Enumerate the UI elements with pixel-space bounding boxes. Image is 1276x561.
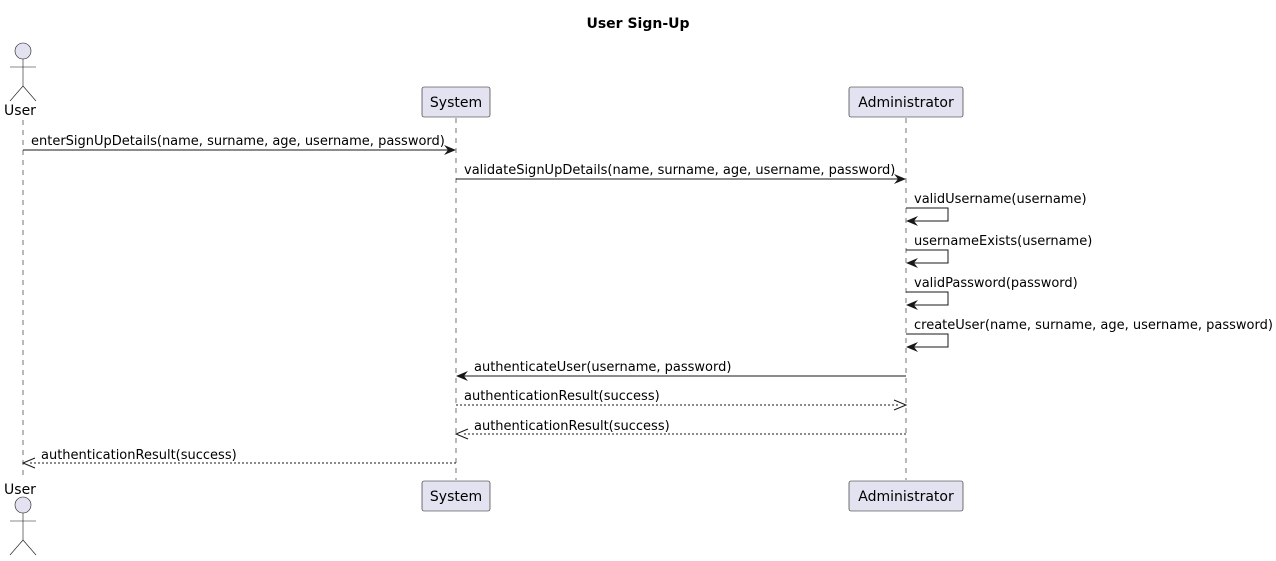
arrowhead <box>444 145 456 155</box>
arrowhead <box>906 216 918 226</box>
message-create-user: createUser(name, surname, age, username,… <box>906 318 1273 352</box>
participant-system-label: System <box>430 95 482 111</box>
message-valid-password: validPassword(password) <box>906 276 1078 310</box>
participant-box <box>848 480 964 512</box>
message-authentication-result-3: authenticationResult(success) <box>21 448 456 469</box>
actor-leg-right <box>22 539 37 556</box>
arrowhead <box>21 457 36 469</box>
participant-system-top: System <box>421 86 491 118</box>
message-username-exists: usernameExists(username) <box>906 234 1092 268</box>
arrowhead <box>906 342 918 352</box>
message-line <box>906 249 949 264</box>
diagram-title: User Sign-Up <box>586 16 689 32</box>
message-authenticate-user: authenticateUser(username, password) <box>456 360 906 381</box>
participant-system-bottom: System <box>421 480 491 512</box>
arrowhead <box>893 399 908 411</box>
actor-head <box>14 42 32 60</box>
participant-administrator-bottom: Administrator <box>848 480 964 512</box>
message-valid-username: validUsername(username) <box>906 192 1087 226</box>
participant-user-bottom: User <box>4 482 37 556</box>
arrowhead <box>456 371 468 381</box>
participant-user-label: User <box>4 482 36 498</box>
arrowhead <box>906 300 918 310</box>
participant-user-top: User <box>4 42 37 119</box>
actor-leg-left <box>9 539 24 556</box>
message-label: authenticationResult(success) <box>464 389 660 404</box>
participant-box <box>421 480 491 512</box>
arrowhead <box>894 174 906 184</box>
participant-box <box>421 86 491 118</box>
message-label: authenticationResult(success) <box>474 419 670 434</box>
actor-leg-right <box>22 85 37 102</box>
participant-system-label: System <box>430 489 482 505</box>
message-label: enterSignUpDetails(name, surname, age, u… <box>31 134 445 149</box>
participant-user-label: User <box>4 103 36 119</box>
message-line <box>906 207 949 222</box>
message-label: validateSignUpDetails(name, surname, age… <box>464 163 895 178</box>
message-authentication-result-2: authenticationResult(success) <box>454 419 906 440</box>
message-line <box>906 291 949 306</box>
message-label: validPassword(password) <box>914 276 1078 291</box>
arrowhead <box>454 428 469 440</box>
participant-administrator-top: Administrator <box>848 86 964 118</box>
message-line <box>906 333 949 348</box>
arrowhead <box>906 258 918 268</box>
message-label: authenticationResult(success) <box>41 448 237 463</box>
message-validate-sign-up-details: validateSignUpDetails(name, surname, age… <box>456 163 906 184</box>
message-label: validUsername(username) <box>914 192 1087 207</box>
message-authentication-result-1: authenticationResult(success) <box>456 389 908 411</box>
participant-box <box>848 86 964 118</box>
message-enter-sign-up-details: enterSignUpDetails(name, surname, age, u… <box>23 134 456 155</box>
message-label: createUser(name, surname, age, username,… <box>914 318 1273 333</box>
actor-head <box>14 496 32 514</box>
message-label: authenticateUser(username, password) <box>474 360 731 375</box>
participant-administrator-label: Administrator <box>858 489 954 505</box>
actor-leg-left <box>9 85 24 102</box>
message-label: usernameExists(username) <box>914 234 1092 249</box>
participant-administrator-label: Administrator <box>858 95 954 111</box>
